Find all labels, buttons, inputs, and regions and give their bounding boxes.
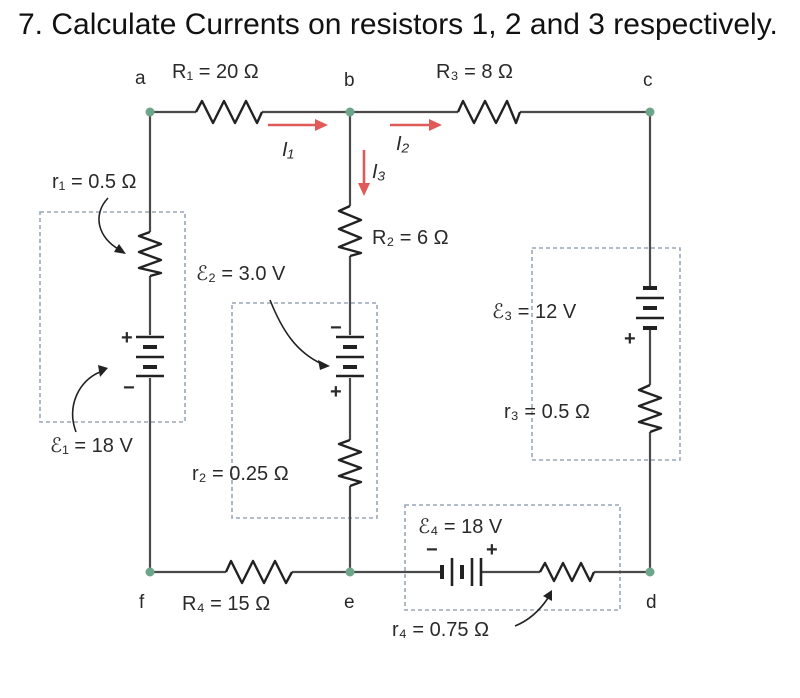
e2-minus-sign: −: [330, 317, 342, 339]
r3-label: R₃ = 8 Ω: [436, 61, 513, 83]
node-b-dot: [345, 107, 355, 117]
node-c-dot: [645, 107, 655, 117]
pointer-e1: [71, 371, 101, 433]
current-arrow-i3: [358, 150, 370, 196]
internal-resistor-r3-zigzag: [637, 383, 663, 434]
internal-resistor-r4-zigzag: [538, 561, 596, 583]
resistor-r2-zigzag: [337, 204, 363, 258]
battery-e2: [336, 335, 364, 378]
internal-r1-label: r₁ = 0.5 Ω: [52, 171, 137, 193]
r2-label: R₂ = 6 Ω: [372, 227, 449, 249]
r4-label: R₄ = 15 Ω: [182, 593, 270, 615]
internal-r2-label: r₂ = 0.25 Ω: [192, 463, 289, 485]
pointer-r4: [514, 597, 549, 627]
node-d-label: d: [646, 592, 657, 613]
node-e-label: e: [344, 592, 355, 613]
node-b-label: b: [344, 70, 355, 91]
i1-label: I₁: [282, 139, 294, 161]
node-e-dot: [345, 567, 355, 577]
node-a-label: a: [135, 68, 146, 89]
node-f-label: f: [139, 592, 145, 613]
e4-minus-sign: −: [426, 539, 438, 561]
question-text: 7. Calculate Currents on resistors 1, 2 …: [18, 8, 778, 41]
i3-label: I₃: [372, 161, 386, 183]
pointer-e2: [269, 299, 323, 365]
e1-minus-sign: −: [123, 377, 135, 399]
internal-r4-label: r₄ = 0.75 Ω: [392, 619, 489, 641]
node-a-dot: [145, 107, 155, 117]
resistor-r4-zigzag: [224, 559, 294, 585]
internal-resistor-r1-zigzag: [137, 230, 163, 278]
internal-resistor-r2-zigzag: [337, 438, 363, 488]
resistor-r1-zigzag: [194, 99, 264, 125]
node-c-label: c: [643, 70, 653, 91]
e1-label: ℰ₁ = 18 V: [50, 435, 133, 457]
source-box-3: [531, 247, 681, 461]
i2-label: I₂: [396, 133, 410, 155]
e4-plus-sign: +: [486, 539, 498, 561]
e4-label: ℰ₄ = 18 V: [418, 516, 503, 538]
e3-label: ℰ₃ = 12 V: [492, 301, 577, 323]
e3-plus-sign: +: [624, 328, 636, 350]
current-arrow-i1: [268, 119, 328, 131]
r1-label: R₁ = 20 Ω: [172, 61, 259, 83]
resistor-r3-zigzag: [456, 99, 522, 125]
source-box-4: [404, 504, 621, 611]
e1-plus-sign: +: [121, 327, 133, 349]
battery-e1: [136, 335, 164, 378]
source-box-2: [231, 302, 378, 519]
e2-plus-sign: +: [330, 381, 342, 403]
e2-label: ℰ₂ = 3.0 V: [196, 263, 286, 285]
node-f-dot: [145, 567, 155, 577]
node-d-dot: [645, 567, 655, 577]
battery-e3: [636, 286, 664, 330]
internal-r3-label: r₃ = 0.5 Ω: [504, 401, 590, 423]
source-box-1: [39, 211, 186, 423]
pointer-r1: [98, 197, 121, 251]
current-arrow-i2: [390, 119, 442, 131]
wires: [148, 110, 652, 574]
battery-e4: [440, 558, 483, 586]
